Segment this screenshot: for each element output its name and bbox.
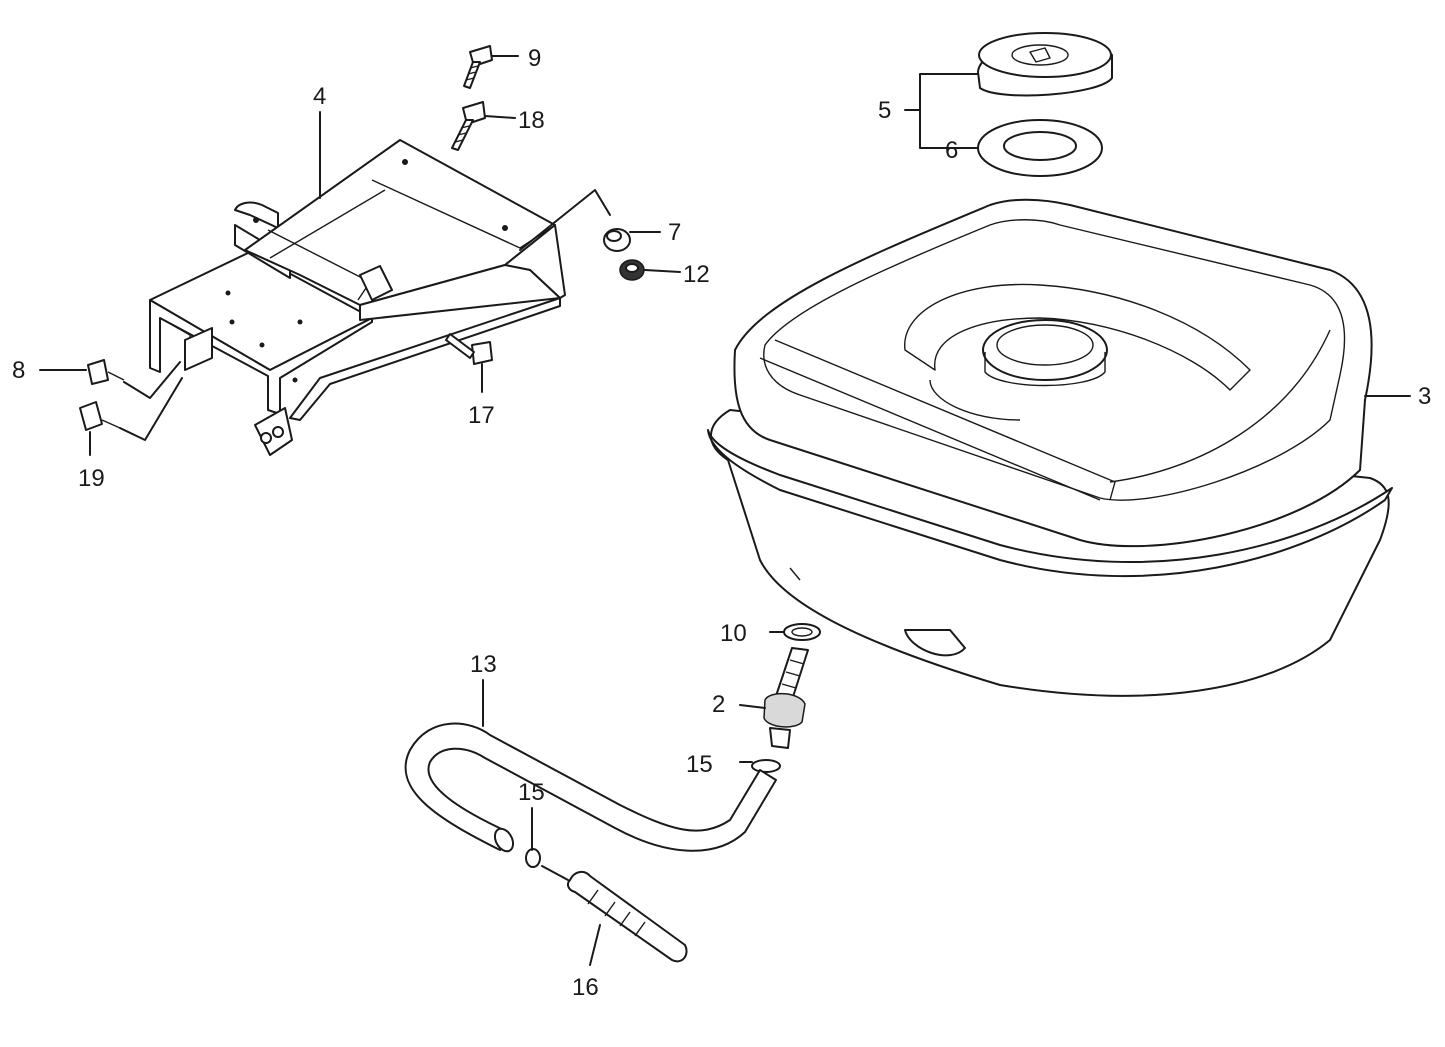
bolt-part-18 bbox=[451, 101, 486, 151]
bracket-part-4 bbox=[149, 139, 566, 456]
clip-part-15-upper bbox=[751, 759, 781, 773]
callout-9: 9 bbox=[528, 45, 541, 72]
callout-2: 2 bbox=[712, 691, 725, 718]
bolt-part-17 bbox=[445, 333, 493, 365]
callout-3: 3 bbox=[1418, 383, 1431, 410]
joint-part-16 bbox=[566, 870, 688, 963]
callout-4: 4 bbox=[313, 83, 326, 110]
washer-part-10 bbox=[783, 623, 821, 641]
callout-7: 7 bbox=[668, 219, 681, 246]
fuel-cock-part-2 bbox=[763, 647, 809, 749]
callout-8: 8 bbox=[12, 357, 25, 384]
callout-18: 18 bbox=[518, 107, 545, 134]
fuel-tube-part-13 bbox=[404, 722, 777, 853]
bolt-part-8 bbox=[87, 359, 125, 385]
callout-labels: 9 18 4 5 6 7 12 8 17 19 3 10 13 2 15 15 … bbox=[12, 45, 1431, 1001]
collar-part-7 bbox=[603, 228, 631, 252]
callout-5: 5 bbox=[878, 97, 891, 124]
callout-16: 16 bbox=[572, 974, 599, 1001]
packing-part-6 bbox=[977, 119, 1103, 177]
callout-12: 12 bbox=[683, 261, 710, 288]
nut-part-12 bbox=[619, 259, 645, 281]
bolt-part-19 bbox=[79, 401, 121, 431]
fuel-tank-part-3 bbox=[707, 198, 1393, 697]
callout-19: 19 bbox=[78, 465, 105, 492]
bolt-part-9 bbox=[463, 45, 493, 89]
callout-10: 10 bbox=[720, 620, 747, 647]
clip-part-15-lower bbox=[525, 848, 541, 868]
callout-17: 17 bbox=[468, 402, 495, 429]
leader-lines bbox=[39, 55, 1411, 966]
callout-15-upper: 15 bbox=[686, 751, 713, 778]
fuel-cap-part-5 bbox=[977, 32, 1113, 97]
callout-15-lower: 15 bbox=[518, 779, 545, 806]
callout-6: 6 bbox=[945, 137, 958, 164]
callout-13: 13 bbox=[470, 651, 497, 678]
